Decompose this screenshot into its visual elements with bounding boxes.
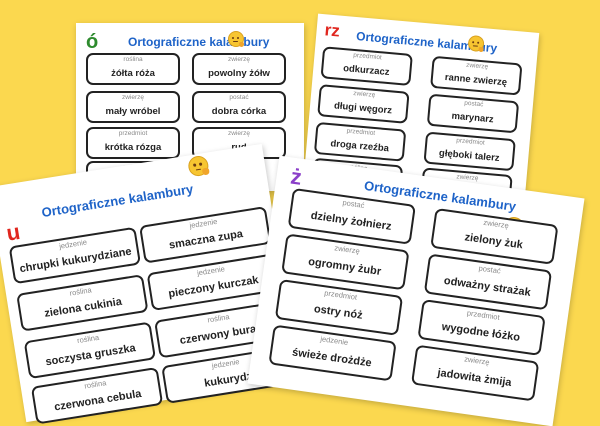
kalambur-card: roślina żółta róża <box>86 53 180 85</box>
card-phrase: odkurzacz <box>342 63 390 79</box>
thinking-face-icon <box>228 31 245 47</box>
card-category: przedmiot <box>118 130 148 137</box>
kalambur-card: przedmiot krótka rózga <box>86 127 180 159</box>
sheet-letter: ż <box>289 163 304 190</box>
card-phrase: powolny żółw <box>208 68 270 79</box>
card-phrase: długi węgorz <box>333 100 393 117</box>
card-category: zwierzę <box>227 56 251 63</box>
thinking-face-icon <box>467 34 485 53</box>
card-phrase: dobra córka <box>211 106 267 117</box>
sheet-title: Ortograficzne kalambury <box>40 181 195 221</box>
kalambur-card: zwierzę powolny żółw <box>192 53 286 85</box>
sheet-letter: rz <box>323 20 341 41</box>
card-phrase: krótka rózga <box>104 142 162 153</box>
kalambur-card: postać dobra córka <box>192 91 286 123</box>
card-category: zwierzę <box>121 94 145 101</box>
card-phrase: mały wróbel <box>105 106 161 117</box>
card-phrase: marynarz <box>451 110 495 126</box>
sheet-letter: u <box>4 218 22 246</box>
card-phrase: żółta róża <box>111 68 155 79</box>
card-category: postać <box>229 94 249 101</box>
card-phrase: głęboki talerz <box>438 147 500 165</box>
worksheet-sheet: ó Ortograficzne kalambury roślina żółta róż… <box>76 23 304 193</box>
card-phrase: ranne zwierzę <box>444 71 508 89</box>
card-category: zwierzę <box>227 130 251 137</box>
card-category: roślina <box>123 56 143 63</box>
kalambur-card: zwierzę mały wróbel <box>86 91 180 123</box>
sheet-letter: ó <box>86 31 99 53</box>
card-phrase: droga rzeźba <box>330 138 390 155</box>
sheet-title: Ortograficzne kalambury <box>128 35 270 49</box>
thinking-face-icon <box>186 154 211 178</box>
